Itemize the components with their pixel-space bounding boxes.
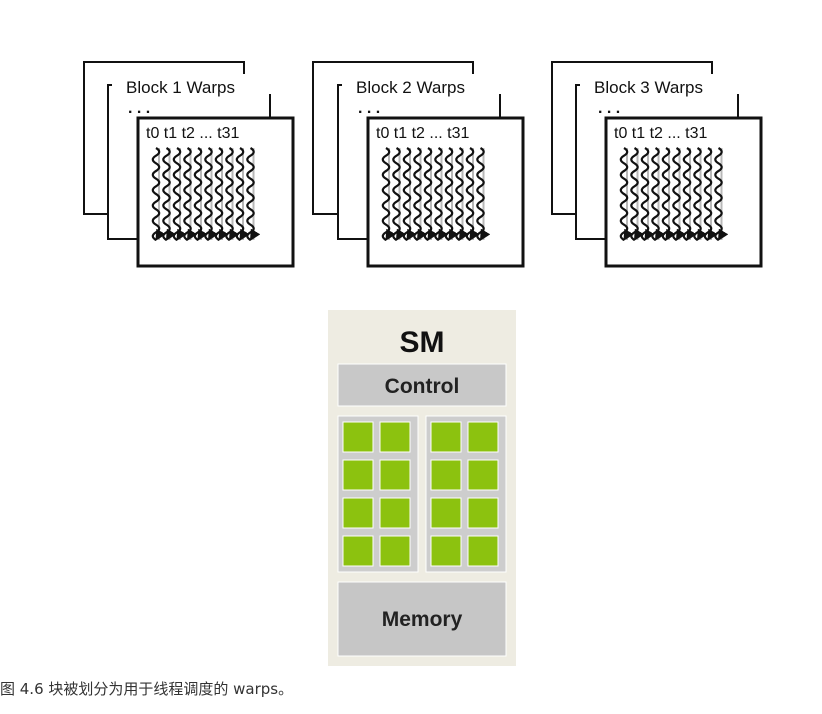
thread-labels: t0 t1 t2 ... t31 <box>376 125 469 142</box>
cuda-core <box>430 459 462 491</box>
thread-arrow <box>651 147 666 241</box>
thread-labels: t0 t1 t2 ... t31 <box>146 125 239 142</box>
thread-arrow <box>693 147 708 241</box>
thread-arrow <box>423 147 438 241</box>
block-1-warps: Block 1 Warps . . . t0 t1 t2 ... t31 <box>83 61 295 268</box>
thread-arrow <box>714 147 729 241</box>
thread-arrow <box>162 147 177 241</box>
thread-labels: t0 t1 t2 ... t31 <box>614 125 707 142</box>
cuda-core <box>467 459 499 491</box>
streaming-multiprocessor: SM Control Memory <box>328 310 516 666</box>
thread-arrow <box>640 147 655 241</box>
cuda-core <box>342 497 374 529</box>
thread-arrow <box>151 147 166 241</box>
block-title-mask <box>112 74 274 94</box>
warp-ellipsis: . . . <box>598 100 620 117</box>
block-2-warps: Block 2 Warps . . . t0 t1 t2 ... t31 <box>312 61 525 268</box>
thread-arrows <box>619 147 729 241</box>
cuda-core <box>467 421 499 453</box>
cuda-core <box>467 497 499 529</box>
control-label: Control <box>385 375 460 398</box>
thread-arrow <box>183 147 198 241</box>
cuda-core <box>342 535 374 567</box>
cuda-cores <box>342 421 499 567</box>
thread-arrow <box>703 147 718 241</box>
thread-arrow <box>661 147 676 241</box>
warp-ellipsis: . . . <box>128 100 150 117</box>
thread-arrow <box>455 147 470 241</box>
cuda-core <box>379 459 411 491</box>
block-title: Block 3 Warps <box>594 78 703 97</box>
cuda-core <box>379 497 411 529</box>
warp-ellipsis: . . . <box>358 100 380 117</box>
control-unit <box>337 363 507 407</box>
block-title: Block 1 Warps <box>126 78 235 97</box>
thread-arrow <box>465 147 480 241</box>
thread-arrow <box>672 147 687 241</box>
cuda-core <box>379 421 411 453</box>
thread-arrow <box>381 147 396 241</box>
cuda-core <box>430 497 462 529</box>
thread-arrow <box>682 147 697 241</box>
thread-arrow <box>225 147 240 241</box>
thread-arrow <box>392 147 407 241</box>
block-title: Block 2 Warps <box>356 78 465 97</box>
block-title-mask <box>342 74 510 94</box>
thread-arrow <box>235 147 250 241</box>
cuda-core <box>430 421 462 453</box>
thread-arrow <box>172 147 187 241</box>
memory-label: Memory <box>382 608 463 631</box>
cuda-core <box>467 535 499 567</box>
thread-arrow <box>204 147 219 241</box>
thread-arrow <box>619 147 634 241</box>
memory-unit <box>337 581 507 657</box>
block-title-mask <box>580 74 746 94</box>
thread-arrows <box>381 147 491 241</box>
thread-arrow <box>434 147 449 241</box>
thread-arrow <box>444 147 459 241</box>
cuda-core <box>379 535 411 567</box>
cuda-core <box>342 459 374 491</box>
sm-title: SM <box>400 326 445 359</box>
thread-arrow <box>413 147 428 241</box>
block-3-warps: Block 3 Warps . . . t0 t1 t2 ... t31 <box>551 61 763 268</box>
thread-arrow <box>630 147 645 241</box>
thread-arrow <box>476 147 491 241</box>
cuda-core <box>342 421 374 453</box>
thread-arrow <box>193 147 208 241</box>
thread-arrow <box>246 147 261 241</box>
thread-arrows <box>151 147 261 241</box>
cuda-core <box>430 535 462 567</box>
thread-arrow <box>402 147 417 241</box>
figure-caption: 图 4.6 块被划分为用于线程调度的 warps。 <box>0 680 294 698</box>
thread-arrow <box>214 147 229 241</box>
